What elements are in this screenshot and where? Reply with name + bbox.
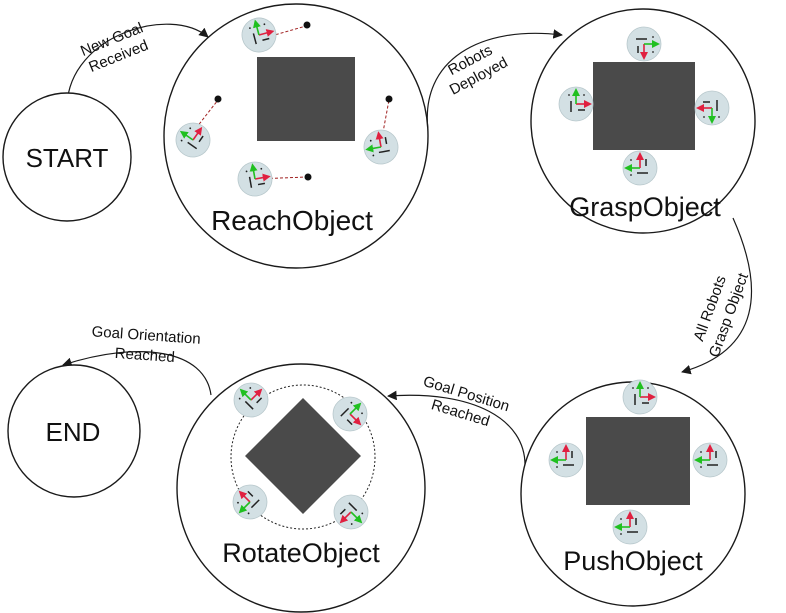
robot-icon (549, 443, 583, 477)
edge-grasp-to-push (681, 217, 752, 375)
rotation-path (230, 384, 376, 530)
robot-icon (695, 91, 729, 125)
label-all-robots-grasp-object: All Robots Grasp Object (690, 270, 752, 360)
robot-icon (623, 151, 657, 185)
state-reach-label: ReachObject (211, 205, 373, 236)
label-goal-orientation-reached: Goal Orientation Reached (91, 323, 201, 366)
object-square (593, 62, 695, 150)
object-square (245, 398, 361, 514)
object-square (257, 57, 355, 141)
edge-rotate-to-end (62, 351, 212, 396)
robot-icon (623, 380, 657, 414)
robot-icon (627, 27, 661, 61)
state-push-label: PushObject (563, 546, 703, 576)
label-reached-orientation: Reached (114, 345, 175, 366)
label-new-goal-received: New Goal Received (78, 19, 151, 76)
state-push-object: PushObject (520, 380, 746, 607)
state-grasp-label: GraspObject (569, 192, 721, 222)
label-goal-orientation: Goal Orientation (91, 323, 201, 348)
edge-push-to-rotate (387, 390, 526, 466)
state-reach-object: ReachObject (163, 3, 429, 269)
state-rotate-label: RotateObject (222, 538, 380, 568)
label-robots-deployed: Robots Deployed (445, 42, 510, 99)
robot-icon (693, 443, 727, 477)
state-end-label: END (46, 417, 101, 447)
state-rotate-object: RotateObject (176, 363, 426, 613)
edge-start-to-reach (66, 23, 209, 106)
robot-icon (613, 510, 647, 544)
state-start-label: START (26, 143, 109, 173)
label-goal-position-reached: Goal Position Reached (421, 373, 511, 430)
object-square (586, 417, 690, 505)
edge-reach-to-grasp (426, 29, 563, 131)
state-start: START (2, 92, 132, 222)
robot-icon (559, 87, 593, 121)
state-grasp-object: GraspObject (530, 8, 756, 234)
state-end: END (7, 364, 141, 498)
